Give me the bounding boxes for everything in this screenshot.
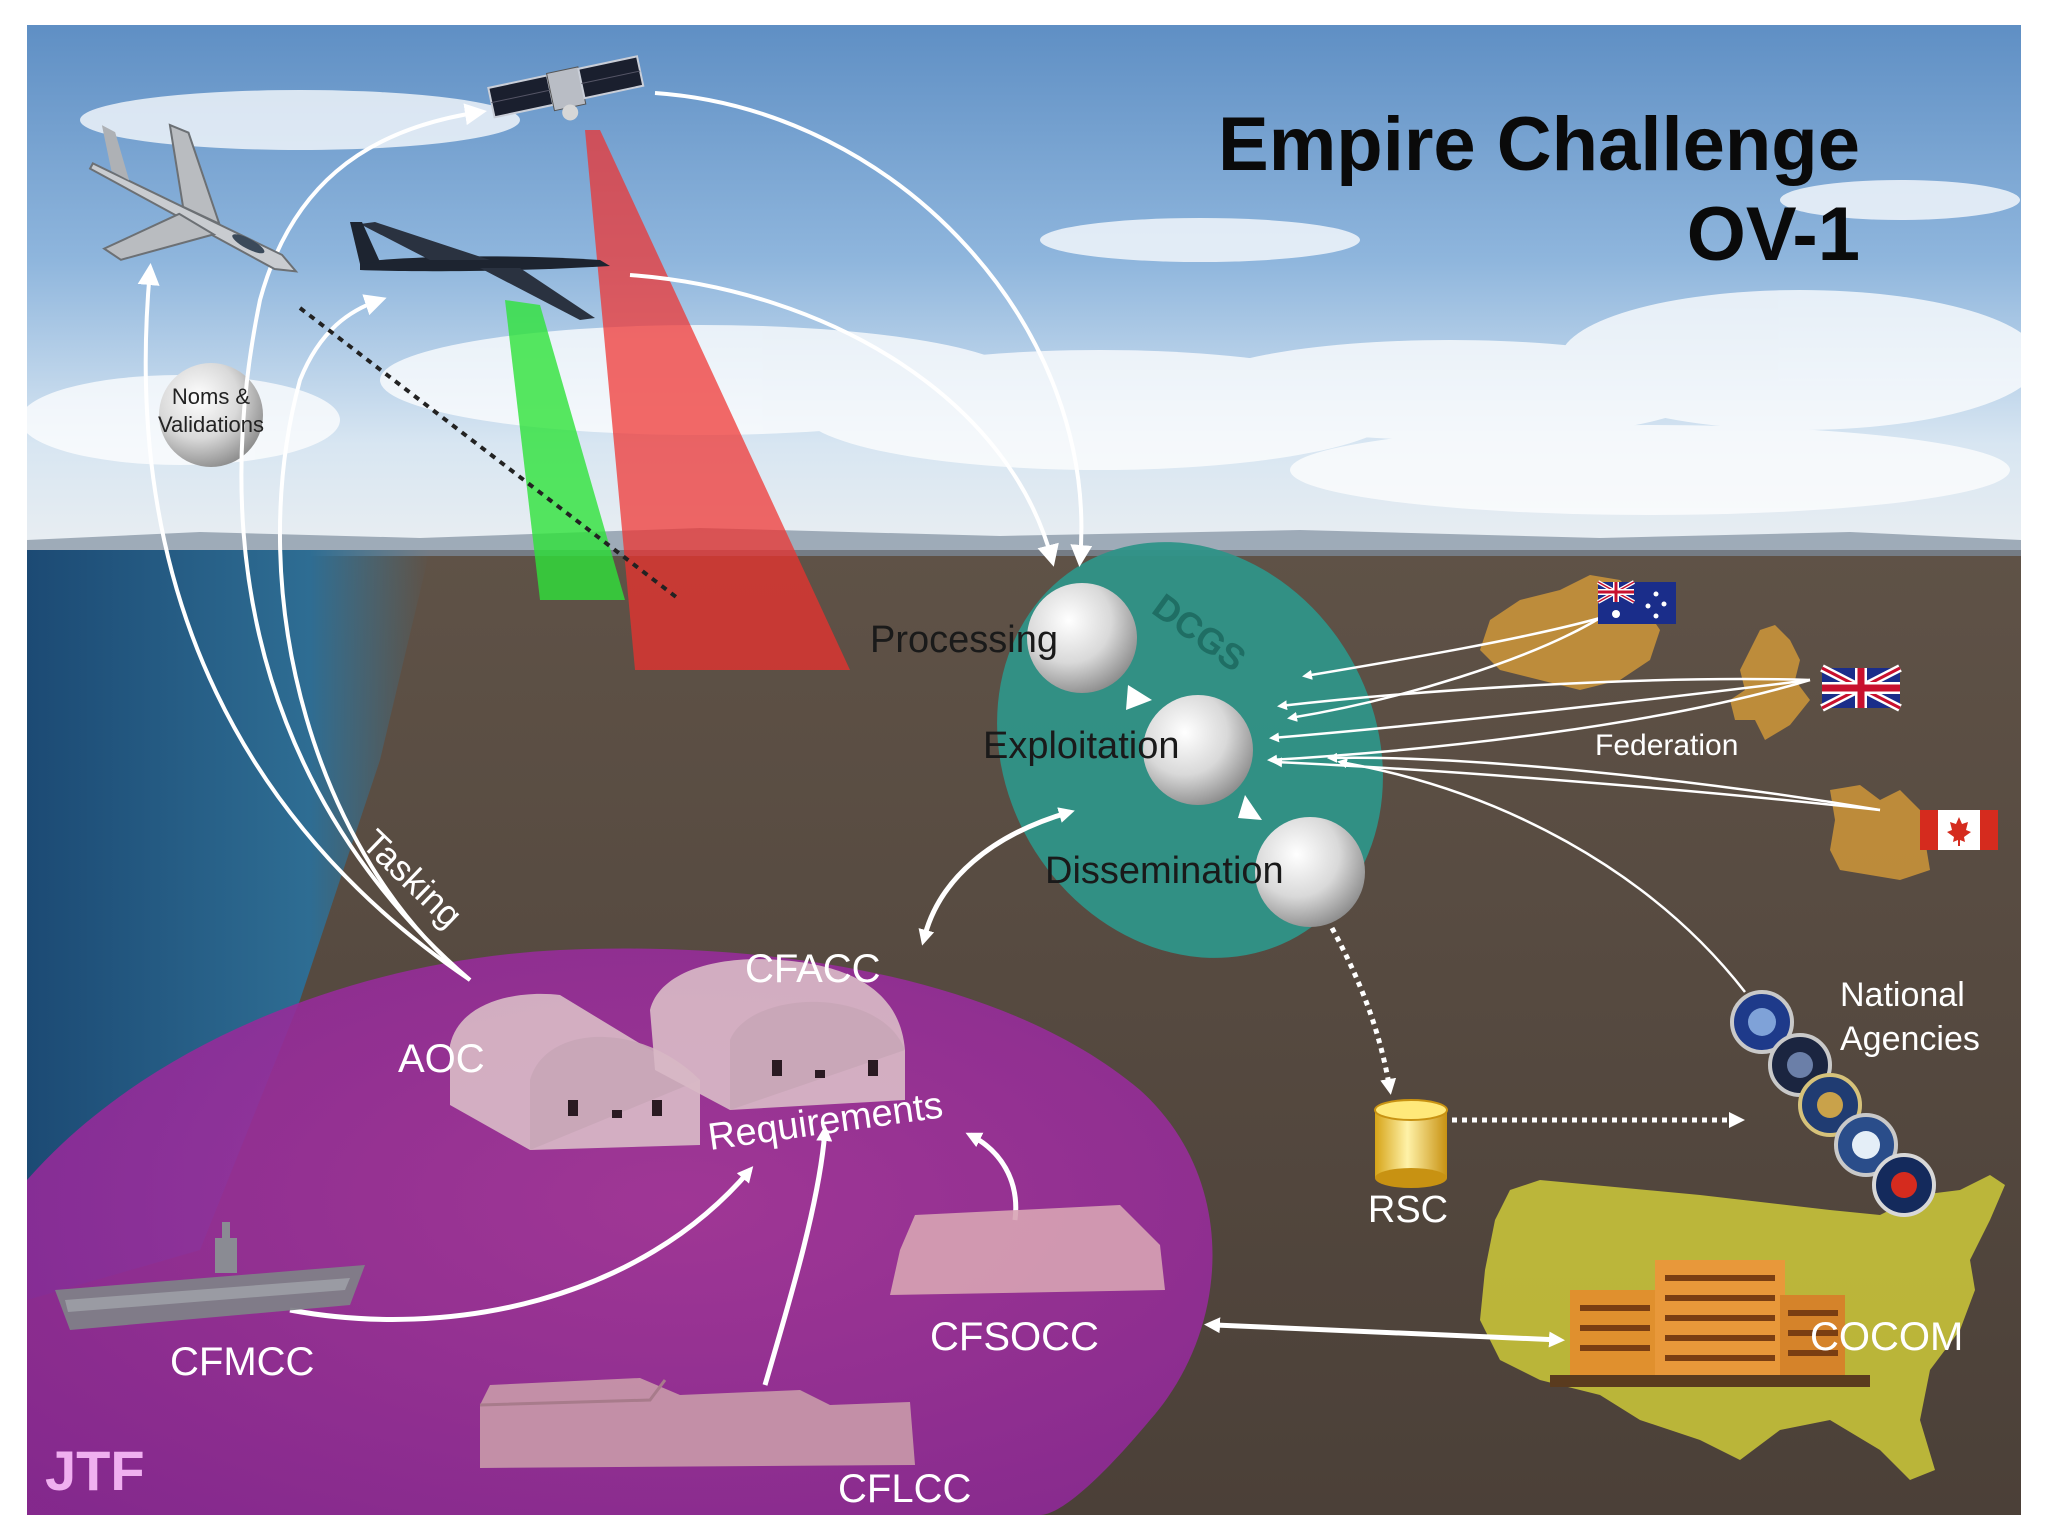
federation-label: Federation [1595,729,1738,762]
noms-label-line2: Validations [158,412,264,437]
quonset-hut-icon [450,959,905,1150]
uk-flag-icon [1820,664,1902,712]
rsc-label: RSC [1368,1189,1448,1231]
jtf-region [27,948,1213,1515]
canada-flag-icon [1920,810,1998,850]
flow-triangle-1 [1126,685,1152,710]
aircraft-carrier-icon [55,1222,365,1330]
satellite-arrow [654,91,1093,567]
exploitation-label: Exploitation [983,725,1179,767]
processing-label: Processing [870,619,1058,661]
flow-triangle-2 [1238,795,1262,820]
processing-sphere [1027,583,1137,693]
national-agencies-line2: Agencies [1840,1020,1980,1058]
recon-arrow [629,273,1059,567]
database-cylinder-icon [1374,1099,1448,1188]
red-sensor-cone [585,130,850,670]
tent-icon [479,1205,1165,1468]
exploitation-sphere [1143,695,1253,805]
diagram-title: Empire Challenge OV-1 [1218,100,1860,280]
cfacc-label: CFACC [745,947,881,991]
cfsocc-label: CFSOCC [930,1315,1099,1359]
agency-seal-icon [1730,990,1936,1217]
cocom-label: COCOM [1810,1315,1963,1359]
noms-label-line1: Noms & [172,384,251,409]
title-line1: Empire Challenge [1218,102,1860,187]
requirements-arrows [289,1125,1019,1386]
federation-arrows [1267,616,1881,993]
national-agencies-line1: National [1840,976,1965,1014]
green-sensor-cone [505,300,625,600]
noms-sphere [159,363,263,467]
title-line2: OV-1 [1686,192,1860,277]
office-building-icon [1550,1260,1870,1387]
jtf-label: JTF [45,1439,145,1502]
aoc-label: AOC [398,1037,485,1081]
dissemination-label: Dissemination [1045,850,1284,892]
recon-aircraft-icon [350,222,610,320]
dissemination-sphere [1255,817,1365,927]
dissemination-rsc-arrow [1329,926,1397,1095]
cfacc-dcgs-arrow [918,807,1075,946]
australia-flag-icon [1597,580,1676,624]
tasking-arrows [137,103,487,982]
uk-map [1730,625,1810,740]
satellite-icon [487,55,645,121]
jtf-cocom-arrow [1204,1317,1565,1348]
cfmcc-label: CFMCC [170,1340,314,1384]
cflcc-label: CFLCC [838,1467,971,1511]
targeting-line [298,306,682,602]
canada-map [1830,785,1930,880]
fighter-jet-icon [88,123,299,273]
